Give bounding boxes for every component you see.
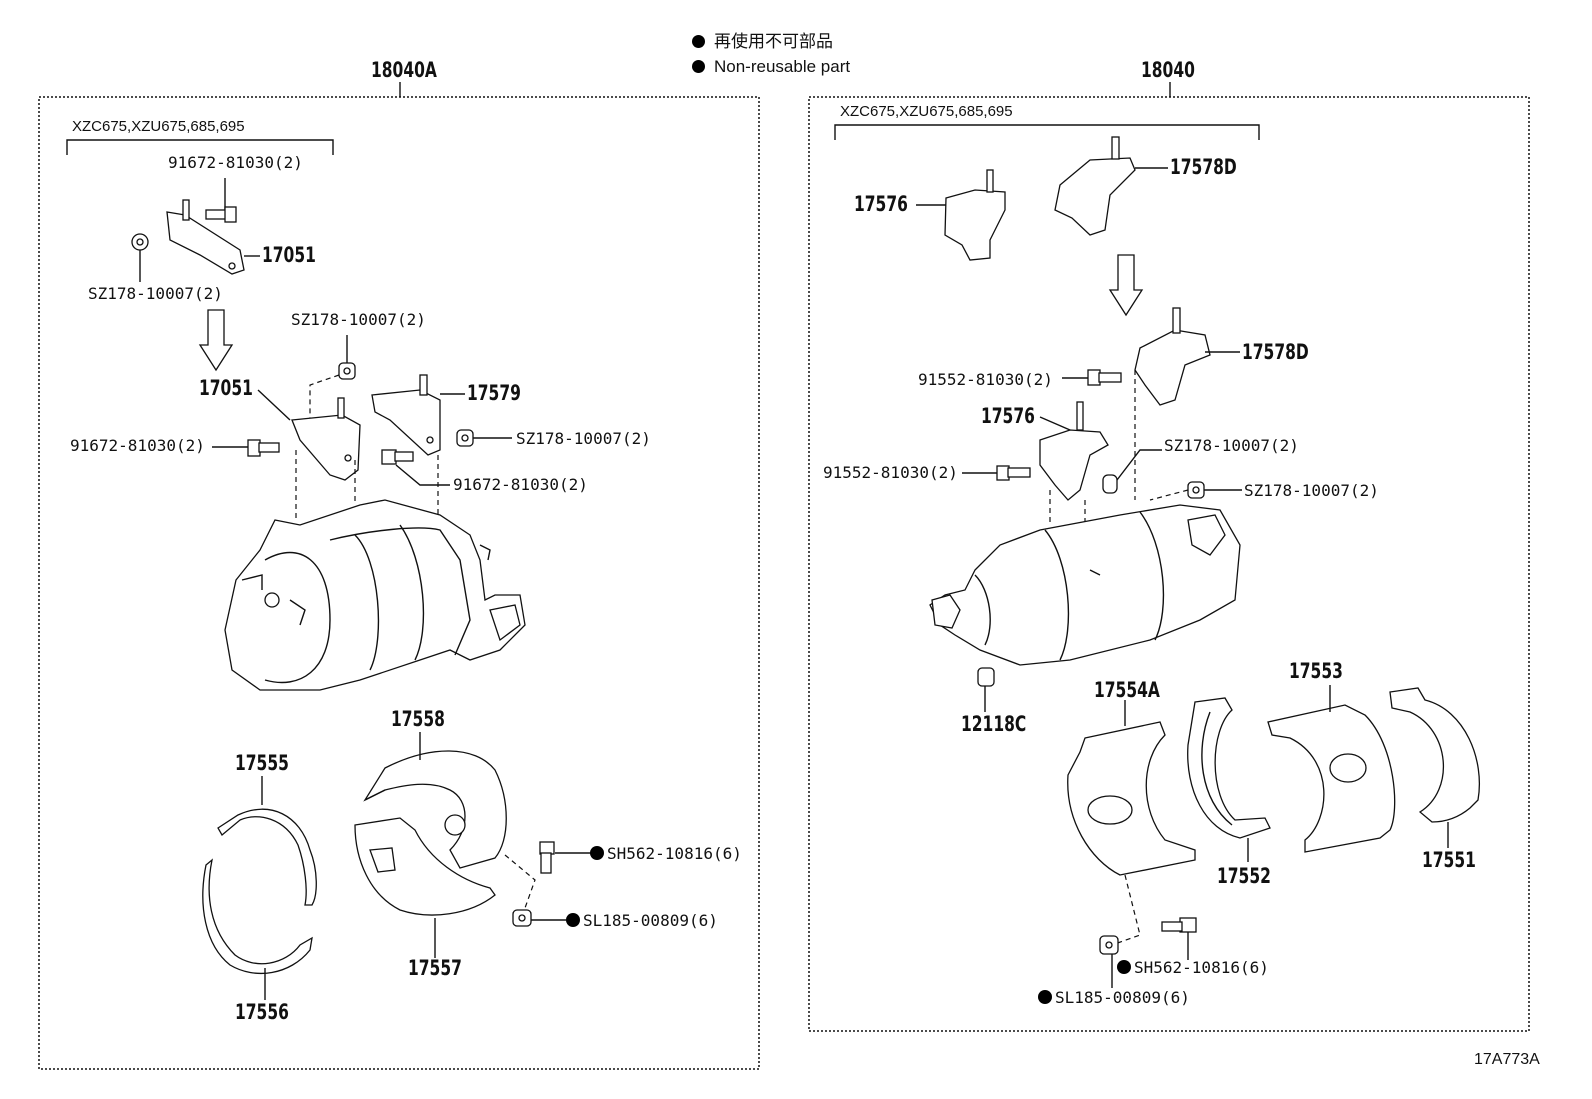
callout-sl185-right[interactable]: SL185-00809(6) [1038, 990, 1190, 1006]
bolt-91552-a [1087, 369, 1122, 386]
callout-17576-top[interactable]: 17576 [854, 192, 908, 216]
callout-17557[interactable]: 17557 [408, 956, 462, 980]
callout-12118c[interactable]: 12118C [961, 712, 1027, 736]
callout-91552-b[interactable]: 91552-81030(2) [823, 463, 958, 482]
callout-sh562-right[interactable]: SH562-10816(6) [1117, 960, 1269, 976]
callout-17556[interactable]: 17556 [235, 1000, 289, 1024]
insulator-17557 [354, 817, 496, 916]
callout-sh562-left[interactable]: SH562-10816(6) [590, 846, 742, 862]
callout-91672-left[interactable]: 91672-81030(2) [70, 436, 205, 455]
assembly-arrow-right [1108, 254, 1144, 317]
figure-id: 17A773A [1474, 1051, 1540, 1068]
callout-17576-mid[interactable]: 17576 [981, 404, 1035, 428]
non-reusable-icon [1117, 960, 1131, 974]
right-panel-frame [808, 96, 1530, 1032]
models-left: XZC675,XZU675,685,695 [72, 118, 245, 135]
callout-17553[interactable]: 17553 [1289, 659, 1343, 683]
left-panel-frame [38, 96, 760, 1070]
assembly-number-right[interactable]: 18040 [1141, 58, 1195, 82]
callout-sh562-right-text: SH562-10816(6) [1134, 958, 1269, 977]
callout-91672-top[interactable]: 91672-81030(2) [168, 153, 303, 172]
callout-sl185-left-text: SL185-00809(6) [583, 911, 718, 930]
insulator-17551 [1389, 687, 1480, 823]
callout-sz178-mid[interactable]: SZ178-10007(2) [291, 310, 426, 329]
callout-sh562-left-text: SH562-10816(6) [607, 844, 742, 863]
assembly-arrow-left [198, 309, 234, 372]
legend-en: Non-reusable part [692, 58, 850, 75]
callout-sz178-b[interactable]: SZ178-10007(2) [1244, 481, 1379, 500]
callout-sz178-a[interactable]: SZ178-10007(2) [1164, 436, 1299, 455]
insulator-17552 [1187, 697, 1271, 839]
bracket-17051-mid [291, 397, 361, 481]
bracket-17578d-top [1054, 136, 1136, 236]
bracket-17578d-mid [1134, 307, 1211, 406]
bracket-17579 [371, 374, 441, 456]
band-17556 [202, 858, 313, 975]
bracket-17576-top [944, 169, 1006, 261]
bolt-91552-b [996, 465, 1031, 481]
insulator-17558 [363, 750, 507, 869]
callout-sz178-top[interactable]: SZ178-10007(2) [88, 284, 223, 303]
bolt-mid-right [381, 449, 414, 465]
bolt-sh562-left [539, 841, 555, 874]
callout-17552[interactable]: 17552 [1217, 864, 1271, 888]
callout-91552-a[interactable]: 91552-81030(2) [918, 370, 1053, 389]
band-17555 [217, 808, 317, 906]
dpf-assembly-left [224, 499, 526, 691]
nut-sz178-a [1102, 474, 1118, 494]
bullet-icon [692, 35, 705, 48]
nut-sz178-b [1187, 481, 1205, 499]
nut-top-left [131, 233, 149, 251]
callout-17551[interactable]: 17551 [1422, 848, 1476, 872]
callout-17051-mid[interactable]: 17051 [199, 376, 253, 400]
nut-sl185-right [1099, 935, 1119, 955]
bolt-mid-left [247, 439, 280, 457]
models-right: XZC675,XZU675,685,695 [840, 103, 1013, 120]
plug-12118c [977, 667, 995, 687]
non-reusable-icon [590, 846, 604, 860]
non-reusable-icon [566, 913, 580, 927]
non-reusable-icon [1038, 990, 1052, 1004]
dpf-assembly-right [929, 504, 1241, 666]
bolt-sh562-right [1161, 917, 1197, 933]
legend-en-text: Non-reusable part [714, 57, 851, 76]
nut-mid-left [338, 362, 356, 380]
bullet-icon [692, 60, 705, 73]
callout-sl185-right-text: SL185-00809(6) [1055, 988, 1190, 1007]
callout-91672-right[interactable]: 91672-81030(2) [453, 475, 588, 494]
bracket-17576-mid [1039, 401, 1109, 501]
insulator-17553 [1267, 704, 1396, 853]
callout-17554a[interactable]: 17554A [1094, 678, 1160, 702]
callout-17579[interactable]: 17579 [467, 381, 521, 405]
callout-17051-top[interactable]: 17051 [262, 243, 316, 267]
assembly-number-left[interactable]: 18040A [371, 58, 437, 82]
callout-sl185-left[interactable]: SL185-00809(6) [566, 913, 718, 929]
bolt-top-left [205, 206, 237, 223]
nut-mid-right [456, 429, 474, 447]
legend-jp: 再使用不可部品 [692, 33, 833, 50]
callout-17558[interactable]: 17558 [391, 707, 445, 731]
insulator-17554a [1067, 721, 1196, 876]
nut-sl185-left [512, 909, 532, 927]
callout-17578d-top[interactable]: 17578D [1170, 155, 1237, 179]
legend-jp-text: 再使用不可部品 [714, 32, 833, 51]
callout-17578d-mid[interactable]: 17578D [1242, 340, 1309, 364]
bracket-17051-top [166, 199, 245, 275]
callout-17555[interactable]: 17555 [235, 751, 289, 775]
callout-sz178-right[interactable]: SZ178-10007(2) [516, 429, 651, 448]
